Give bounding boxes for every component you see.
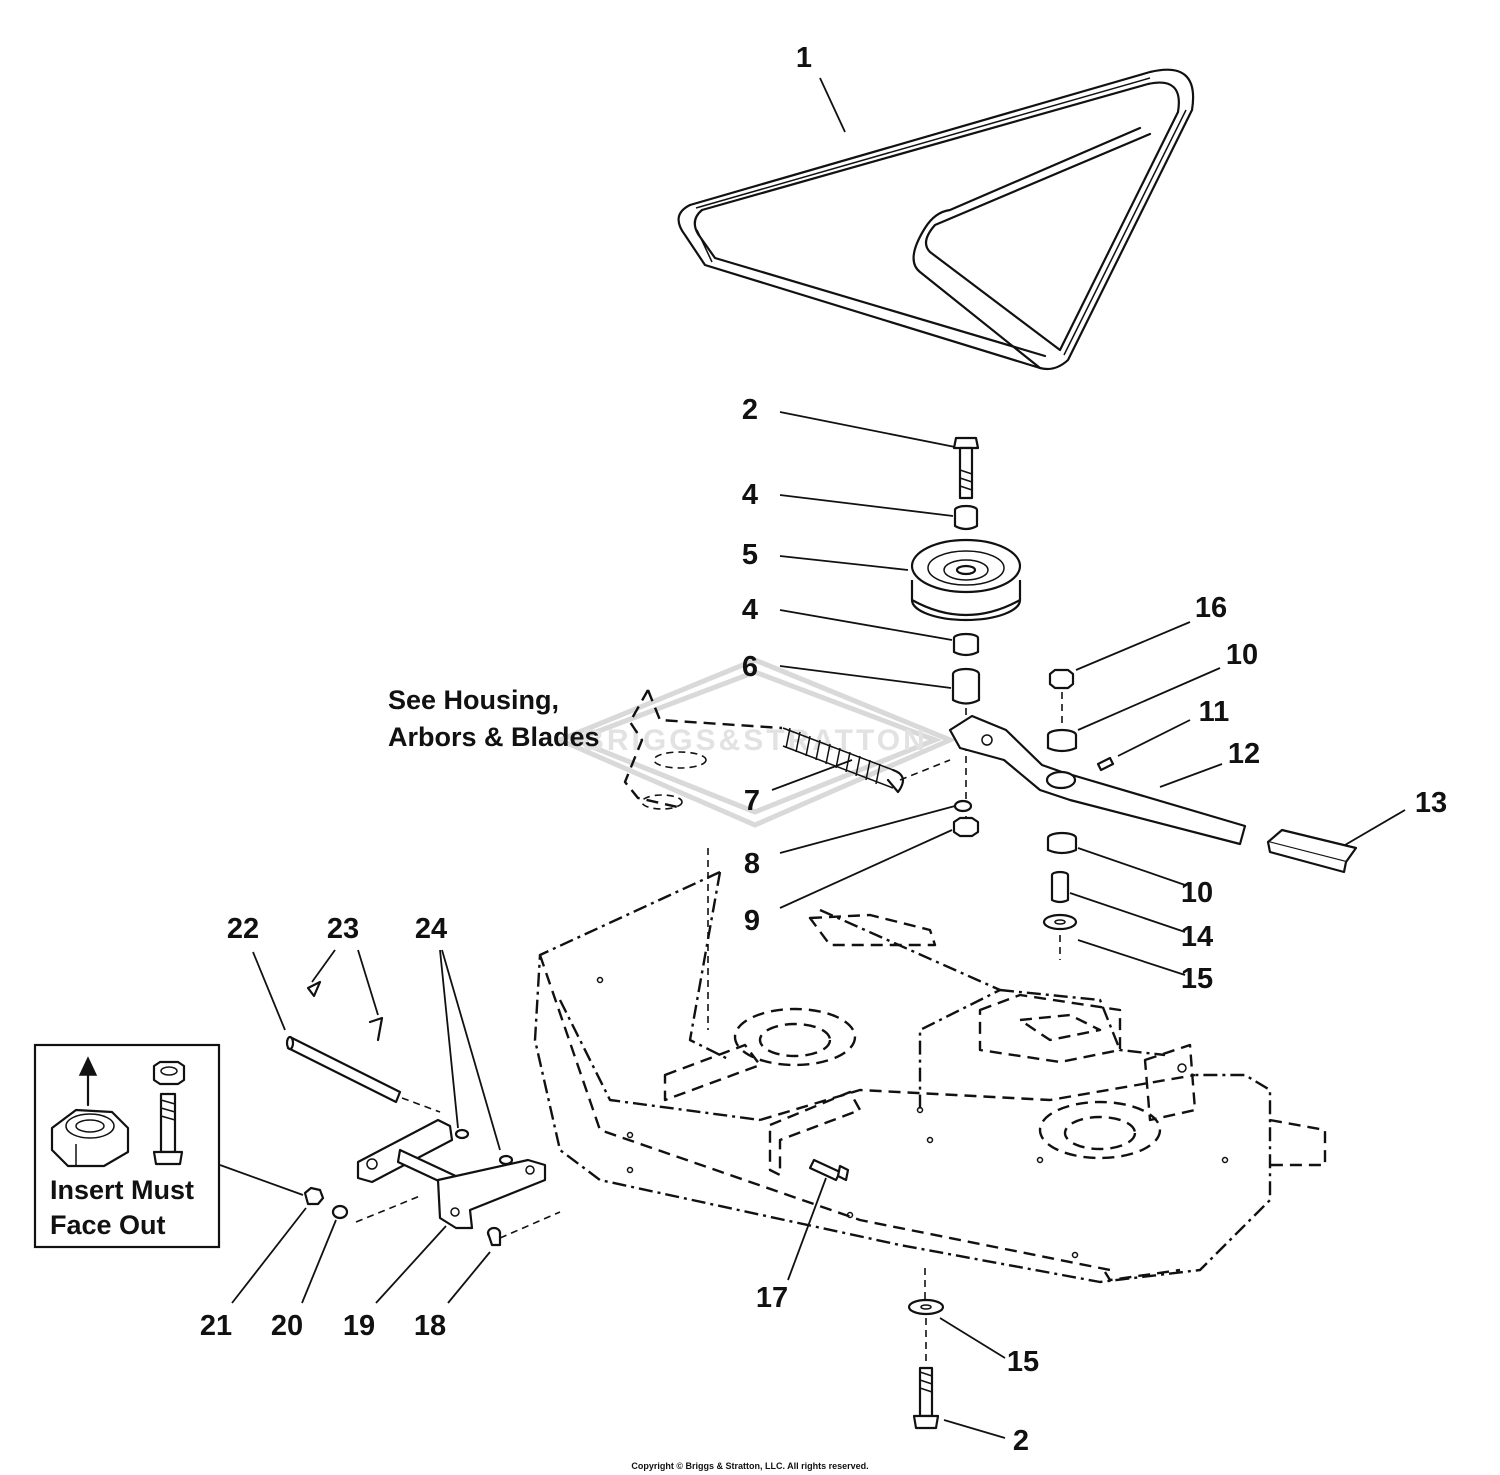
mower-deck-part	[533, 848, 1327, 1300]
spacer-14-part	[1050, 870, 1070, 904]
bolt-top-part	[952, 436, 980, 500]
leader-lines	[219, 77, 1406, 1439]
callout-21: 21	[200, 1310, 232, 1342]
washer-lower-part	[907, 1298, 945, 1316]
watermark-logo: BRIGGS&STRATTON	[553, 657, 957, 828]
spacer-top-part	[953, 504, 979, 531]
callout-17: 17	[756, 1282, 788, 1314]
callout-15-top: 15	[1181, 963, 1213, 995]
callout-5: 5	[742, 539, 758, 571]
callout-15-lower: 15	[1007, 1346, 1039, 1378]
callout-6: 6	[742, 651, 758, 683]
callout-14: 14	[1181, 921, 1213, 953]
flange-nut-part	[1048, 668, 1075, 690]
see-housing-note-line1: See Housing,	[388, 685, 559, 715]
callout-22: 22	[227, 913, 259, 945]
idler-arm-part	[948, 714, 1247, 846]
callout-2-bottom: 2	[1013, 1425, 1029, 1457]
bolt-17-part	[808, 1158, 850, 1182]
callout-8: 8	[744, 848, 760, 880]
bushing-18-part	[486, 1226, 502, 1247]
lock-washer-part	[953, 799, 973, 813]
callout-2-top: 2	[742, 394, 758, 426]
callout-9: 9	[744, 905, 760, 937]
copyright-text: Copyright © Briggs & Stratton, LLC. All …	[631, 1461, 868, 1471]
see-housing-note-line2: Arbors & Blades	[388, 722, 600, 752]
nut-part	[952, 816, 980, 838]
bolt-bottom-part	[912, 1366, 940, 1430]
flange-bushing-top-part	[1046, 728, 1078, 753]
callout-18: 18	[414, 1310, 446, 1342]
callout-13: 13	[1415, 787, 1447, 819]
nut-21-part	[303, 1186, 325, 1206]
callout-labels: 1 2 4 5 4 6 7 8 9 16 10 11 12 13 10 14 1…	[200, 42, 1447, 1457]
grip-part	[1266, 828, 1358, 874]
spacer-lower-part	[952, 632, 980, 657]
callout-19: 19	[343, 1310, 375, 1342]
washer-top-part	[1042, 913, 1078, 931]
watermark-text: BRIGGS&STRATTON	[582, 724, 928, 757]
callout-11: 11	[1199, 696, 1230, 728]
idler-pulley-part	[910, 538, 1022, 622]
callout-1: 1	[796, 42, 812, 74]
spring-part	[782, 727, 951, 794]
callout-7: 7	[744, 785, 760, 817]
callout-10-lower: 10	[1181, 877, 1213, 909]
callout-10-top: 10	[1226, 639, 1258, 671]
bushing-20-part	[331, 1204, 349, 1220]
cotter-pin-part	[306, 980, 384, 1042]
pin-part	[285, 1035, 441, 1113]
callout-12: 12	[1228, 738, 1260, 770]
callout-23: 23	[327, 913, 359, 945]
flange-bushing-lower-part	[1046, 831, 1078, 855]
callout-4-top: 4	[742, 479, 758, 511]
grease-fitting-part	[1096, 756, 1115, 772]
callout-16: 16	[1195, 592, 1227, 624]
insert-note-line2: Face Out	[50, 1210, 166, 1240]
insert-note-line1: Insert Must	[50, 1175, 194, 1205]
callout-24: 24	[415, 913, 447, 945]
callout-4-lower: 4	[742, 594, 758, 626]
bushing-part	[951, 667, 981, 705]
insert-note-box	[33, 1043, 221, 1249]
bracket-part	[355, 1118, 561, 1239]
belt-part	[677, 68, 1195, 371]
callout-20: 20	[271, 1310, 303, 1342]
